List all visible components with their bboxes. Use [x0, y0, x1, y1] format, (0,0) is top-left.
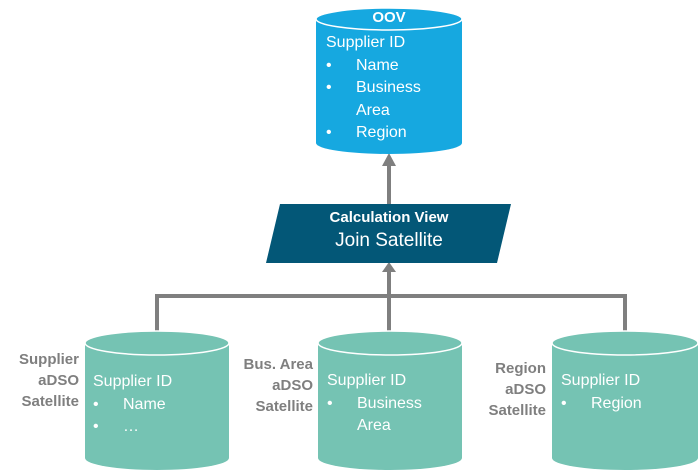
- satellite-item-label: Region: [591, 394, 642, 412]
- arrowhead-calc-view: [382, 262, 396, 272]
- oov-item: • Business: [326, 77, 421, 100]
- bullet-spacer: [327, 415, 357, 438]
- satellite-content-region: Supplier ID • Region: [561, 370, 642, 415]
- bullet: •: [93, 418, 99, 435]
- satellite-item-continuation: Area: [327, 415, 422, 438]
- connectors: [155, 153, 627, 332]
- calc-view-shape: [266, 204, 511, 263]
- satellite-content-bus-area: Supplier ID • Business Area: [327, 370, 422, 438]
- label-line: aDSO: [505, 381, 546, 398]
- bullet: •: [326, 124, 332, 141]
- satellite-label-bus-area: Bus. Area aDSO Satellite: [225, 354, 313, 417]
- label-line: Satellite: [488, 402, 546, 419]
- bullet: •: [326, 56, 332, 74]
- oov-item: • Region: [326, 122, 421, 145]
- satellite-key: Supplier ID: [561, 372, 641, 389]
- label-line: Satellite: [255, 398, 313, 415]
- oov-item: • Name: [326, 55, 421, 78]
- satellite-item-label: Area: [357, 417, 391, 434]
- oov-key: Supplier ID: [326, 34, 406, 51]
- satellite-cylinder-supplier: [84, 330, 230, 470]
- bullet-spacer: [326, 100, 356, 123]
- satellite-cylinder-bus-area: [317, 330, 463, 470]
- oov-item-label: Business: [356, 79, 421, 96]
- oov-title: OOV: [372, 9, 406, 26]
- satellite-item-label: Business: [357, 394, 422, 412]
- calc-view: Calculation View Join Satellite: [268, 204, 510, 262]
- oov-cylinder: [315, 7, 463, 154]
- satellite-item: • Business: [327, 393, 422, 416]
- satellite-item-label: Name: [123, 395, 166, 413]
- label-line: Region: [495, 360, 546, 377]
- oov-item-continuation: Area: [326, 100, 421, 123]
- oov-item-label: Name: [356, 56, 399, 74]
- arrowhead-oov: [382, 153, 396, 166]
- calc-view-title: Calculation View: [329, 209, 449, 226]
- satellite-content-supplier: Supplier ID • Name • …: [93, 371, 172, 439]
- label-line: Satellite: [21, 393, 79, 410]
- bullet: •: [327, 394, 333, 412]
- bullet: •: [561, 394, 567, 412]
- satellite-key: Supplier ID: [327, 372, 407, 389]
- label-line: aDSO: [272, 377, 313, 394]
- satellite-key: Supplier ID: [93, 373, 173, 390]
- satellite-cylinder-region: [551, 330, 698, 470]
- label-line: Supplier: [18, 351, 79, 368]
- label-line: Bus. Area: [243, 356, 313, 373]
- oov-item-label: Area: [356, 101, 390, 119]
- label-line: aDSO: [38, 372, 79, 389]
- satellite-item-label: …: [123, 418, 139, 435]
- bullet: •: [93, 395, 99, 413]
- oov-item-label: Region: [356, 124, 407, 141]
- calc-view-subtitle: Join Satellite: [335, 230, 443, 251]
- oov-content: Supplier ID • Name • Business Area • Reg…: [326, 32, 421, 145]
- satellite-label-supplier: Supplier aDSO Satellite: [0, 349, 79, 412]
- satellite-label-region: Region aDSO Satellite: [470, 358, 546, 421]
- bullet: •: [326, 79, 332, 96]
- satellite-item: • …: [93, 416, 172, 439]
- satellite-item: • Name: [93, 394, 172, 417]
- satellite-item: • Region: [561, 393, 642, 416]
